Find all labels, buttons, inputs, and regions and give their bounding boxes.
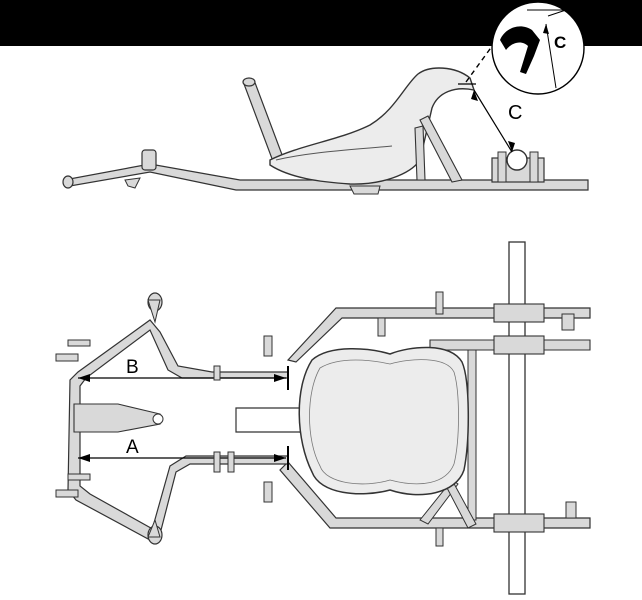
side-steering-column bbox=[243, 79, 285, 165]
dim-a-arrow-right bbox=[274, 454, 286, 462]
rail-fastener-lower-2 bbox=[227, 451, 235, 473]
detail-seat-edge bbox=[500, 26, 540, 74]
pedal-bracket bbox=[73, 403, 161, 433]
side-seat bbox=[269, 67, 476, 185]
upper-main-rail bbox=[286, 307, 591, 363]
tab-upper-1 bbox=[263, 335, 273, 357]
dim-c-arrow-bottom bbox=[508, 141, 515, 152]
rear-tab-upper bbox=[561, 313, 575, 331]
bearing-upper bbox=[493, 303, 545, 323]
detail-c-label: C bbox=[554, 33, 566, 52]
side-view: C bbox=[62, 37, 589, 195]
seat-stay-top bbox=[467, 349, 477, 521]
dim-b-label: B bbox=[126, 357, 139, 378]
dim-a-label: A bbox=[126, 437, 139, 458]
side-seat-stay-front bbox=[414, 125, 426, 181]
dim-c-line bbox=[473, 89, 513, 153]
side-steering-column-top bbox=[242, 77, 256, 87]
side-steering-column-mount bbox=[141, 149, 157, 171]
dim-b-arrow-left bbox=[78, 374, 90, 382]
lower-main-rail bbox=[279, 461, 591, 529]
rear-axle bbox=[508, 241, 526, 595]
dim-b-arrow-right bbox=[274, 374, 286, 382]
tab-lower-1 bbox=[263, 481, 273, 503]
detail-dim-line bbox=[545, 23, 557, 89]
bearing-lower bbox=[493, 513, 545, 533]
front-stub-top bbox=[55, 353, 79, 362]
side-front-bracket bbox=[124, 177, 141, 189]
detail-c-zoom: C bbox=[491, 1, 585, 95]
top-view: B A bbox=[55, 241, 591, 595]
front-stub-bottom2 bbox=[67, 473, 91, 481]
side-seat-mount bbox=[349, 185, 381, 195]
rail-fastener-lower bbox=[213, 451, 221, 473]
seat-top bbox=[298, 346, 470, 496]
dim-a-arrow-left bbox=[78, 454, 90, 462]
front-stub-top2 bbox=[67, 339, 91, 347]
spindle-bottom-arm bbox=[147, 518, 161, 538]
bearing-upper-2 bbox=[493, 335, 545, 355]
side-seat-stay-rear bbox=[419, 115, 463, 183]
tab-lower-2 bbox=[435, 527, 444, 547]
tab-upper-3 bbox=[377, 317, 386, 337]
dim-c-label: C bbox=[508, 102, 522, 124]
rear-axle-circle bbox=[506, 149, 528, 171]
side-seat-rim bbox=[275, 145, 393, 161]
front-stub-bottom bbox=[55, 489, 79, 498]
tab-upper-2 bbox=[435, 291, 444, 315]
side-rear-bearing bbox=[491, 149, 545, 183]
spindle-top-arm bbox=[147, 299, 161, 324]
dim-c-arrow-top bbox=[471, 90, 478, 101]
side-main-rail bbox=[62, 163, 589, 191]
seat-top-inner bbox=[309, 359, 459, 485]
side-front-cap bbox=[62, 175, 74, 189]
rear-tab-lower bbox=[565, 501, 577, 519]
rail-fastener-upper bbox=[213, 365, 221, 381]
